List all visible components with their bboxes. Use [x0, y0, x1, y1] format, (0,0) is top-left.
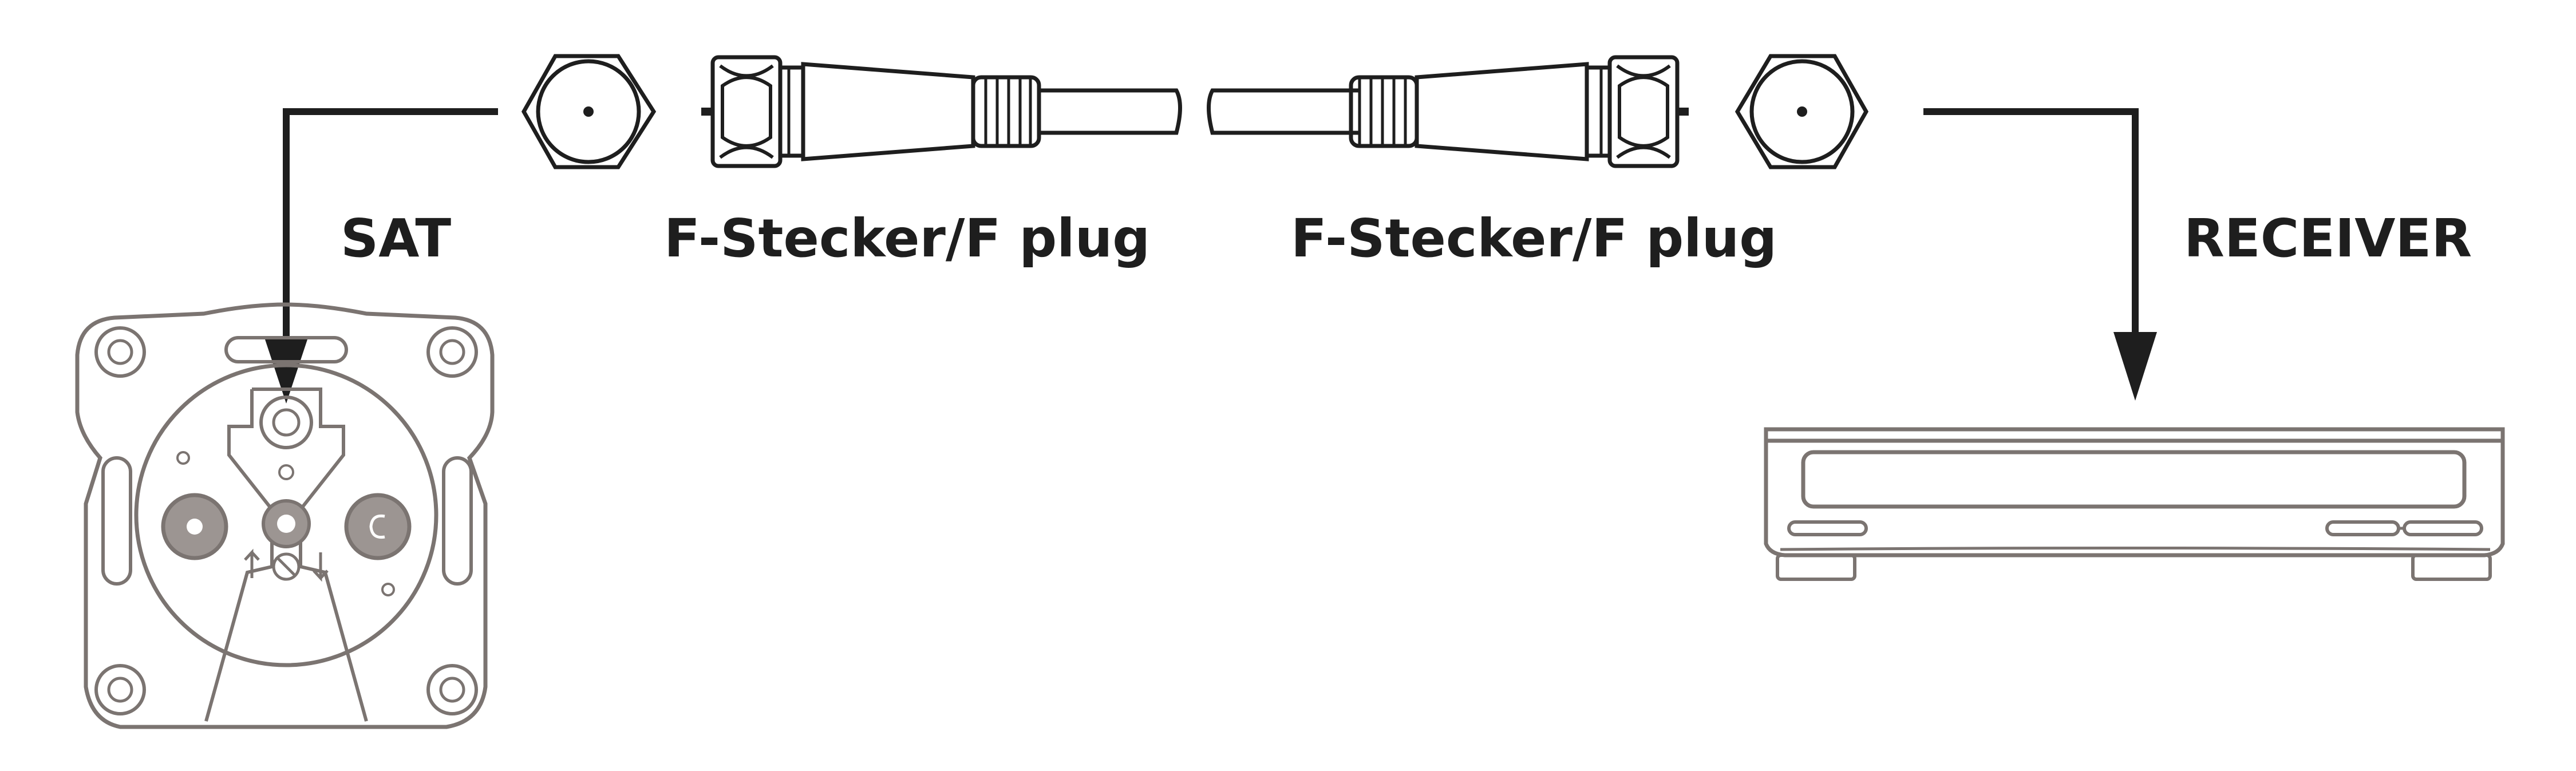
sat-wall-socket-icon — [75, 302, 495, 729]
receiver-box-icon — [1764, 427, 2505, 581]
label-sat: SAT — [341, 208, 451, 269]
label-plug-left: F-Stecker/F plug — [664, 208, 1150, 269]
f-plug-right-icon — [1207, 55, 1689, 168]
label-receiver: RECEIVER — [2184, 208, 2472, 269]
receiver-arrow — [1923, 108, 2157, 401]
label-plug-right: F-Stecker/F plug — [1291, 208, 1777, 269]
sat-arrow — [264, 108, 498, 404]
f-plug-left-icon — [701, 55, 1182, 168]
arrow-head-receiver — [2113, 332, 2157, 401]
hex-socket-port-left-icon — [521, 54, 657, 169]
arrow-head-sat — [264, 338, 308, 404]
hex-socket-port-right-icon — [1735, 54, 1869, 169]
